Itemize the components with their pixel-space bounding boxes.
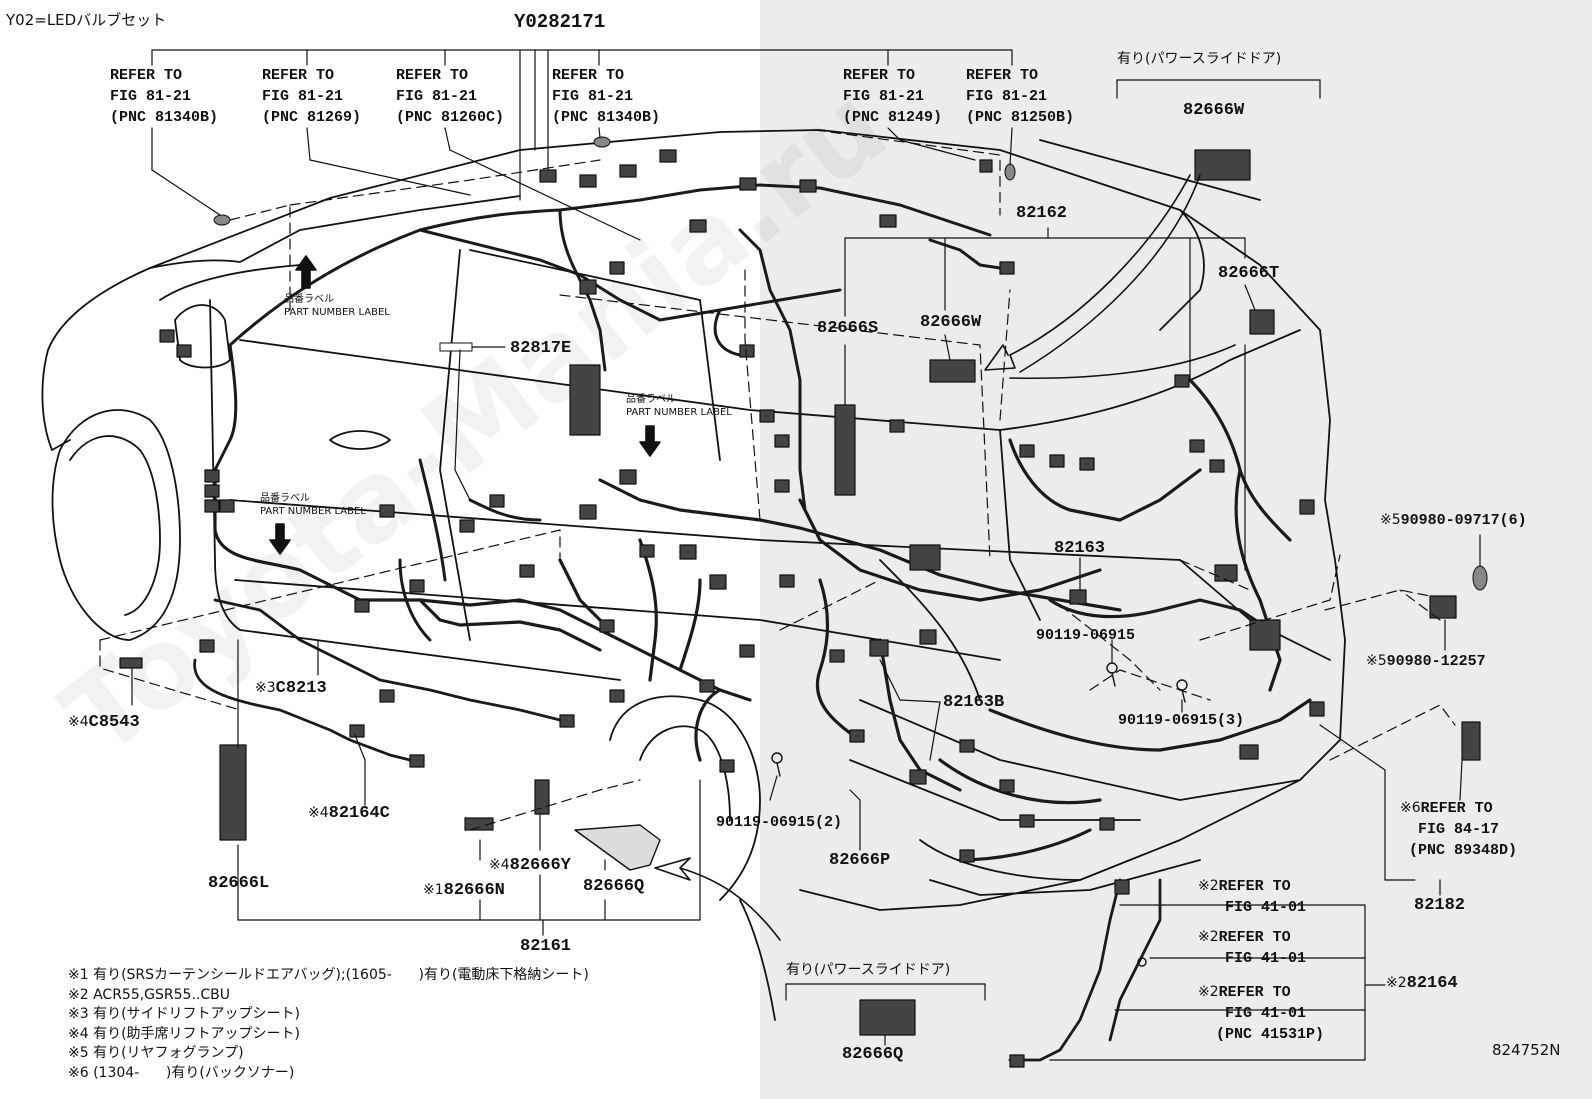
- part-82666P[interactable]: 82666P: [829, 851, 891, 870]
- footnote-6: ※6 (1304- )有り(バックソナー): [68, 1064, 295, 1081]
- ref-block-4[interactable]: REFER TO FIG 81-21 (PNC 81340B): [552, 67, 661, 126]
- part-C8213[interactable]: ※3C8213: [255, 679, 327, 698]
- callout-arrows: [654, 174, 1236, 941]
- part-82666L[interactable]: 82666L: [208, 874, 270, 893]
- footnote-1: ※1 有り(SRSカーテンシールドエアバッグ);(1605- )有り(電動床下格…: [68, 967, 589, 983]
- part-82163B[interactable]: 82163B: [943, 693, 1005, 712]
- variant-note: Y02=LEDバルブセット: [6, 11, 167, 29]
- part-82161[interactable]: 82161: [520, 937, 572, 956]
- part-C8543[interactable]: ※4C8543: [68, 713, 140, 732]
- power-door-note-top: 有り(パワースライドドア): [1117, 51, 1282, 67]
- part-label-note-1: 品番ラベル PART NUMBER LABEL: [284, 294, 390, 318]
- part-82164C[interactable]: ※482164C: [308, 804, 390, 823]
- footnote-4: ※4 有り(助手席リフトアップシート): [68, 1025, 301, 1042]
- footnote-2: ※2 ACR55,GSR55..CBU: [68, 986, 230, 1003]
- background-shade: [760, 0, 1592, 1099]
- part-90980-12257[interactable]: ※590980-12257: [1366, 653, 1486, 670]
- label-plate: [439, 342, 473, 352]
- footnote-5: ※5 有り(リヤフォグランプ): [68, 1045, 244, 1061]
- part-82817E[interactable]: 82817E: [510, 339, 572, 358]
- ref-fig-41-01-1[interactable]: ※2REFER TO FIG 41-01: [1198, 878, 1307, 916]
- part-bolt-90119-06915-3[interactable]: 90119-06915(3): [1118, 712, 1245, 729]
- part-bolt-90119-06915-2[interactable]: 90119-06915(2): [716, 814, 843, 831]
- part-82163[interactable]: 82163: [1054, 539, 1106, 558]
- part-label-note-3: 品番ラベル PART NUMBER LABEL: [260, 493, 366, 517]
- diagram-code: 824752N: [1492, 1041, 1561, 1059]
- leader-lines: [131, 49, 1481, 1061]
- ref-fig-41-01-2[interactable]: ※2REFER TO FIG 41-01: [1198, 929, 1307, 967]
- part-82666N[interactable]: ※182666N: [423, 881, 505, 900]
- part-label-note-2: 品番ラベル PART NUMBER LABEL: [626, 394, 732, 418]
- part-Y0282171[interactable]: Y0282171: [514, 11, 606, 33]
- part-82164[interactable]: ※282164: [1386, 974, 1458, 993]
- side-harness: [213, 343, 542, 642]
- label-arrows: [269, 255, 661, 555]
- part-90980-09717[interactable]: ※590980-09717(6): [1380, 512, 1527, 529]
- ref-fig-41-01-3[interactable]: ※2REFER TO FIG 41-01 (PNC 41531P): [1198, 984, 1325, 1043]
- part-82162[interactable]: 82162: [1016, 204, 1068, 223]
- part-82666Q-bottom[interactable]: 82666Q: [842, 1045, 904, 1064]
- ref-block-2[interactable]: REFER TO FIG 81-21 (PNC 81269): [262, 67, 362, 126]
- dashed-lines: [99, 129, 1456, 831]
- bulbs: [213, 136, 1488, 591]
- part-82666Y[interactable]: ※482666Y: [489, 856, 571, 875]
- ref-block-5[interactable]: REFER TO FIG 81-21 (PNC 81249): [843, 67, 943, 126]
- part-82666W-top[interactable]: 82666W: [1183, 101, 1245, 120]
- part-82182[interactable]: 82182: [1414, 896, 1466, 915]
- part-82666T[interactable]: 82666T: [1218, 264, 1280, 283]
- part-bolt-90119-06915[interactable]: 90119-06915: [1036, 627, 1136, 644]
- roof-harness: [228, 183, 1002, 512]
- floor-harness: [213, 468, 1122, 792]
- ref-block-1[interactable]: REFER TO FIG 81-21 (PNC 81340B): [110, 67, 219, 126]
- vehicle-body: [41, 129, 1346, 1021]
- part-82666S[interactable]: 82666S: [817, 319, 879, 338]
- rear-harness: [798, 378, 1312, 862]
- power-door-note-bottom: 有り(パワースライドドア): [786, 962, 951, 978]
- bolts: [771, 662, 1188, 967]
- ref-fig-84-17[interactable]: ※6REFER TO FIG 84-17 (PNC 89348D): [1400, 800, 1518, 859]
- footnote-3: ※3 有り(サイドリフトアップシート): [68, 1006, 301, 1022]
- part-82666W-mid[interactable]: 82666W: [920, 313, 982, 332]
- part-82666Q-mid[interactable]: 82666Q: [583, 877, 645, 896]
- ref-block-6[interactable]: REFER TO FIG 81-21 (PNC 81250B): [966, 67, 1075, 126]
- lower-harness: [193, 598, 1162, 1062]
- ref-block-3[interactable]: REFER TO FIG 81-21 (PNC 81260C): [396, 67, 505, 126]
- footnotes: ※1 有り(SRSカーテンシールドエアバッグ);(1605- )有り(電動床下格…: [68, 966, 589, 1083]
- sill-cover: [574, 824, 661, 871]
- connectors: [119, 149, 1481, 1068]
